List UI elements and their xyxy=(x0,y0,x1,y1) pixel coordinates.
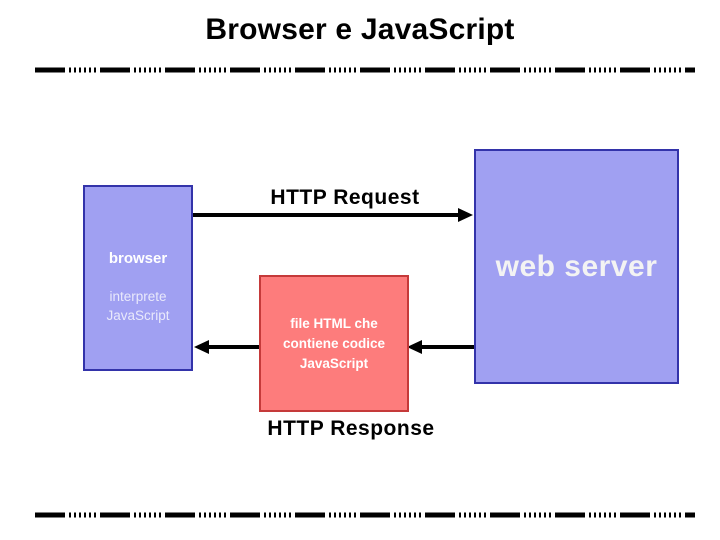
http-response-label: HTTP Response xyxy=(267,417,435,440)
http-response-arrow-right-segment xyxy=(407,340,474,354)
http-response-right-arrowhead-icon xyxy=(407,340,422,354)
browser-box-subtitle: interprete JavaScript xyxy=(106,289,170,323)
web-server-box: web server xyxy=(474,149,679,384)
file-html-label: file HTML che contiene codice JavaScript xyxy=(282,315,386,371)
web-server-label: web server xyxy=(495,249,658,283)
http-request-arrowhead-icon xyxy=(458,208,473,222)
http-request-label: HTTP Request xyxy=(270,186,420,209)
http-request-arrow xyxy=(193,208,473,222)
http-response-arrow-left-segment xyxy=(194,340,259,354)
http-response-left-arrowhead-icon xyxy=(194,340,209,354)
browser-box-title: browser xyxy=(108,250,168,267)
file-html-box: file HTML che contiene codice JavaScript xyxy=(259,275,409,412)
browser-box: browser interprete JavaScript xyxy=(83,185,193,371)
page-title: Browser e JavaScript xyxy=(205,13,515,46)
